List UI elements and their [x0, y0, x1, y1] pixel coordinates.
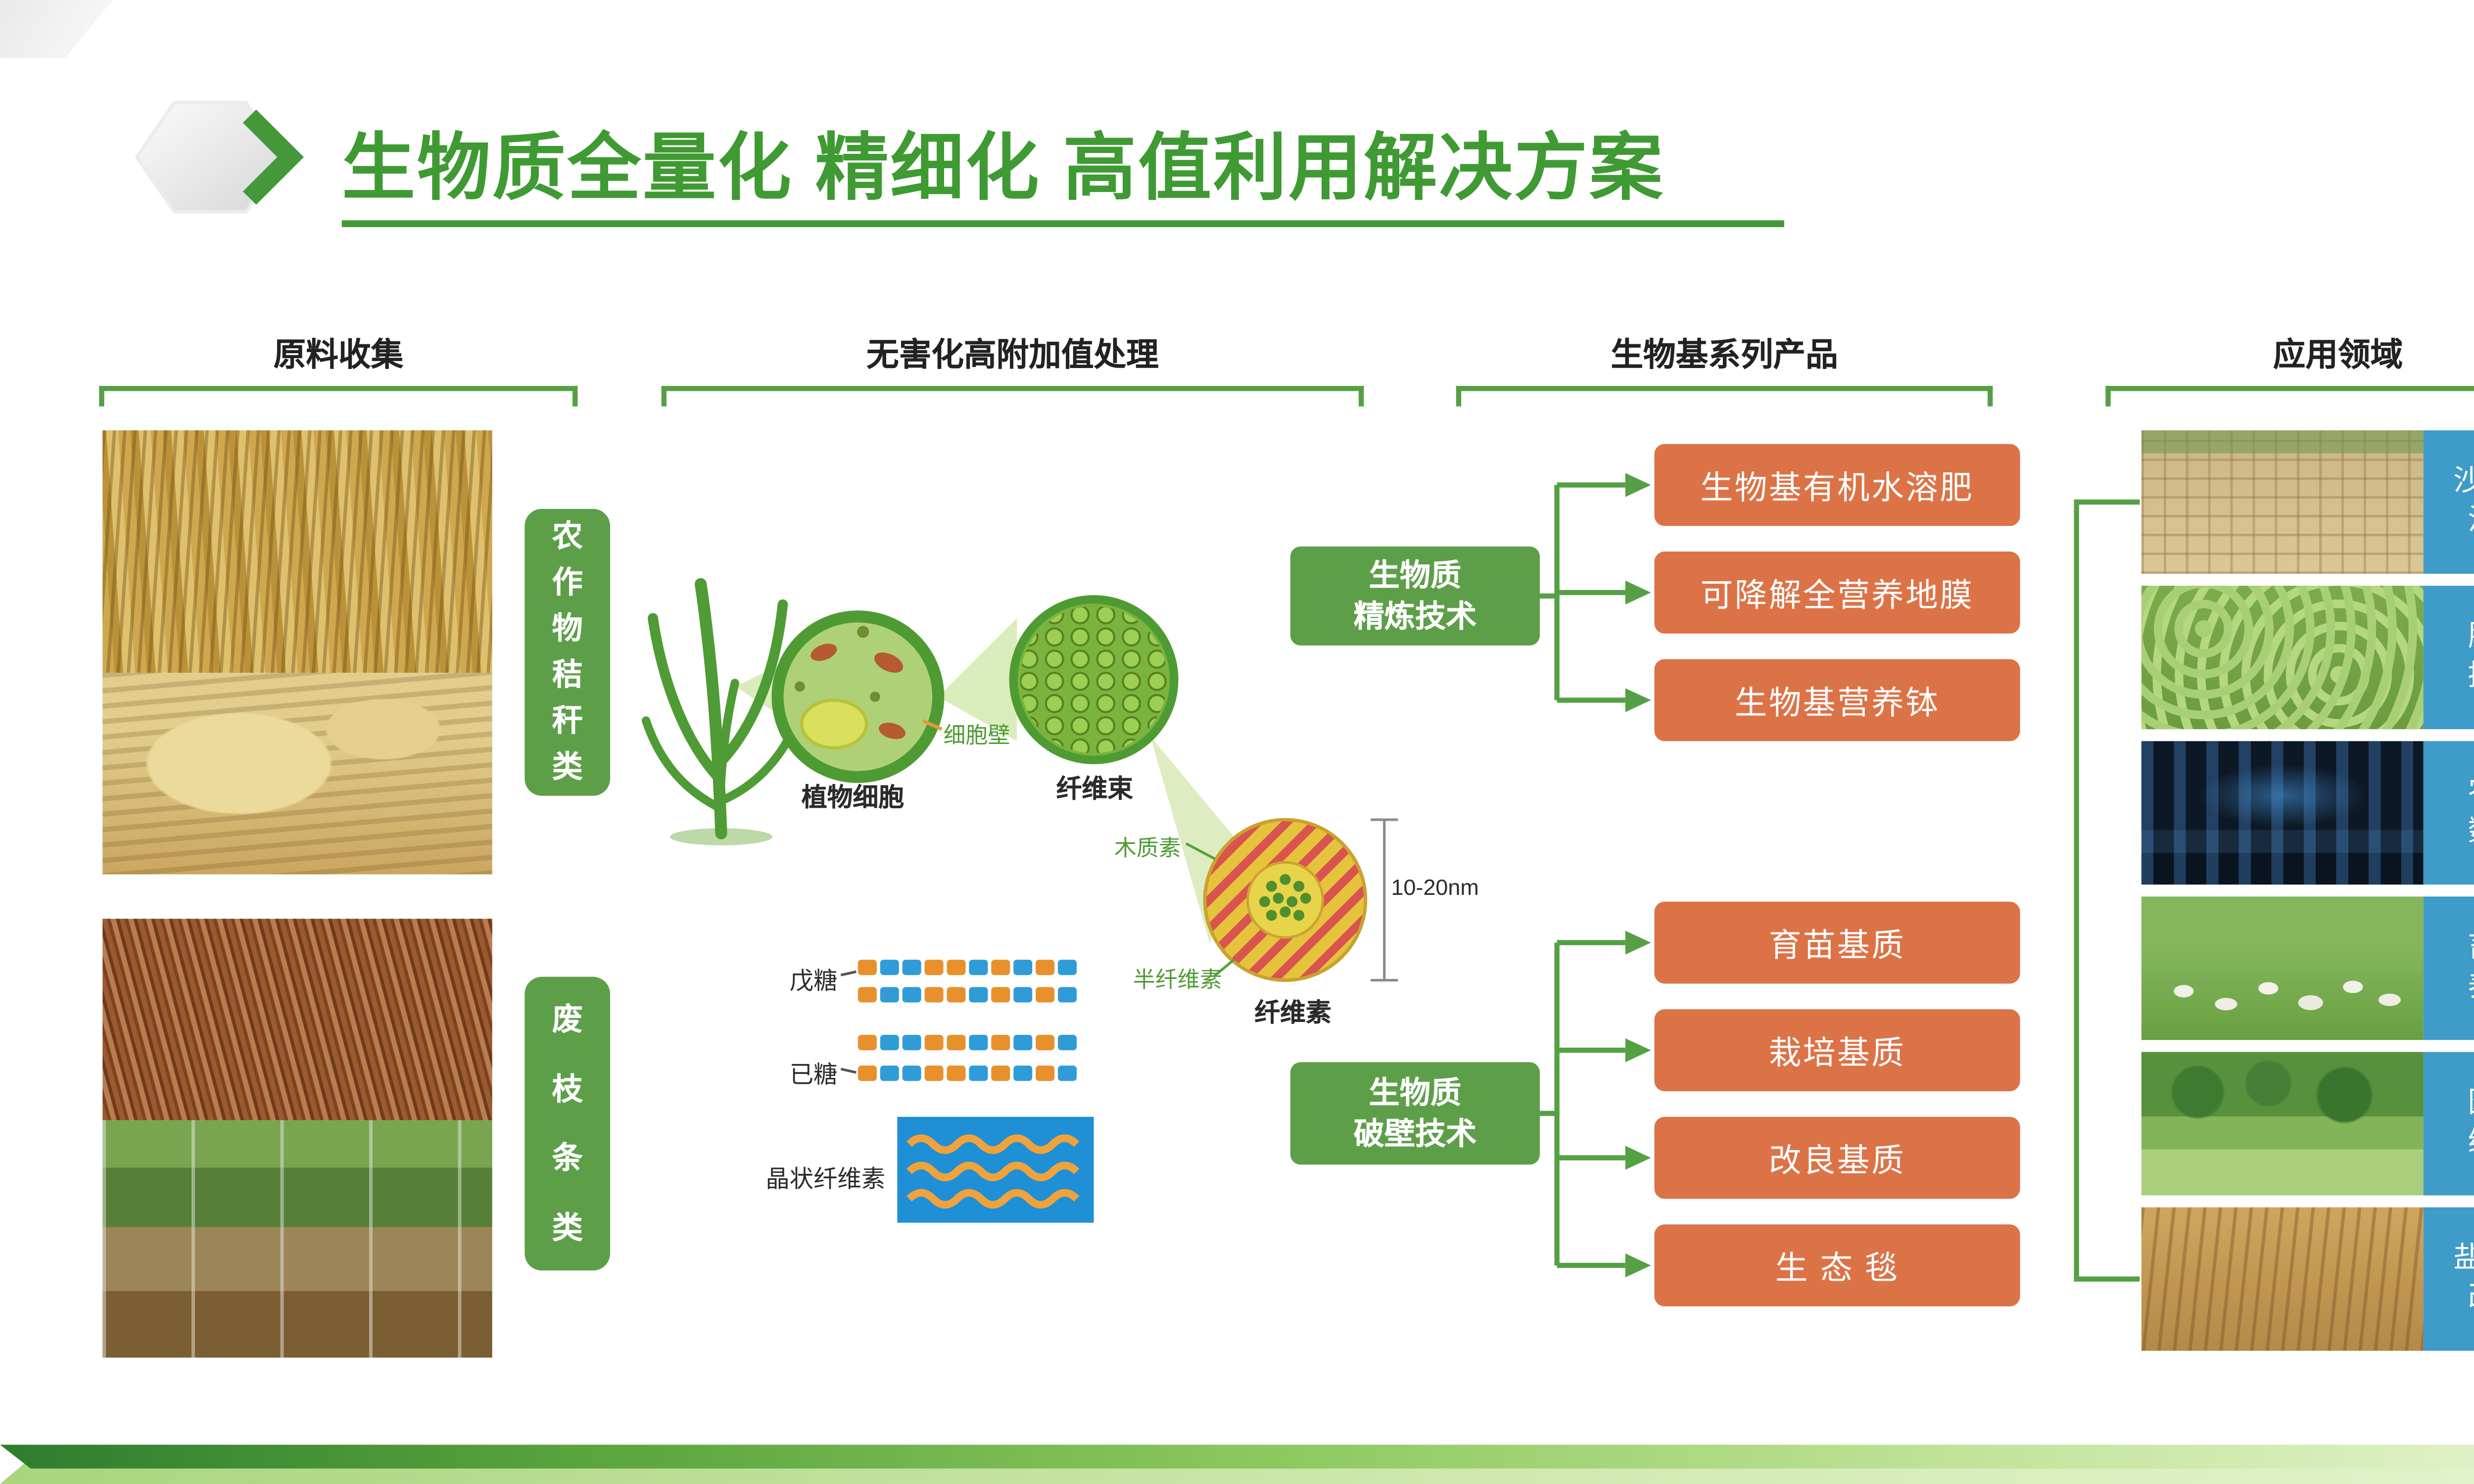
- photo-straw-bales: [102, 673, 492, 875]
- dimension-line: [1371, 818, 1398, 982]
- photo-saline-soil: [2141, 1207, 2424, 1351]
- cell-wall-leader-line: [922, 719, 943, 731]
- application-label-fertility: 肥力 提升: [2423, 586, 2474, 730]
- application-label-fertility-line2: 提升: [2468, 657, 2474, 696]
- bracket-collection: [99, 386, 578, 407]
- application-label-agridata-line2: 数据: [2468, 813, 2474, 852]
- application-label-saline-soil: 盐碱地 改良: [2423, 1207, 2474, 1351]
- photo-garden-greening: [2141, 1052, 2424, 1196]
- corner-decoration-left: [0, 0, 113, 58]
- label-pentose: 戊糖: [789, 966, 838, 994]
- techbox-wall-breaking-line1: 生物质: [1369, 1075, 1462, 1110]
- application-label-desertification: 沙漠化 治理: [2423, 430, 2474, 574]
- label-crystalline-cellulose: 晶状纤维素: [765, 1164, 886, 1192]
- application-label-landscaping-line1: 园林: [2468, 1084, 2474, 1123]
- processing-diagram: [641, 578, 1398, 1223]
- hexagon-chevron-icon: [135, 100, 304, 214]
- techbox-refining: 生物质 精炼技术: [1290, 546, 1540, 646]
- label-lignin: 木质素: [1114, 835, 1181, 861]
- label-plant-cell: 植物细胞: [801, 784, 904, 813]
- application-label-desertification-line1: 沙漠化: [2453, 463, 2474, 502]
- application-label-agridata: 农业 数据: [2423, 741, 2474, 885]
- application-row-desertification: 沙漠化 治理: [2141, 430, 2474, 574]
- application-row-fertility: 肥力 提升: [2141, 586, 2474, 730]
- application-label-livestock-line2: 养殖: [2468, 968, 2474, 1007]
- application-label-saline-soil-line2: 改良: [2468, 1279, 2474, 1318]
- photo-branch-pile: [102, 919, 492, 1120]
- product-box-eco-blanket: 生 态 毯: [1654, 1224, 2020, 1306]
- section-header-applications: 应用领域: [2273, 338, 2403, 374]
- techbox-refining-line1: 生物质: [1369, 557, 1462, 592]
- label-fiber-scale: 10-20nm: [1391, 874, 1479, 900]
- category-label-waste-branches: 废枝条类: [524, 976, 611, 1271]
- label-hexose: 已糖: [789, 1060, 838, 1088]
- photo-sheep-grazing: [2141, 896, 2424, 1040]
- bracket-processing: [661, 386, 1364, 407]
- category-label-waste-branches-text: 废枝条类: [552, 1002, 583, 1244]
- label-fiber-bundle: 纤维束: [1056, 775, 1134, 804]
- application-row-landscaping: 园林 绿化: [2141, 1052, 2474, 1196]
- label-cellulose: 纤维素: [1254, 999, 1332, 1028]
- beam-cell-to-fiber: [938, 618, 1017, 742]
- photo-orchard-prunings: [102, 1120, 492, 1358]
- application-row-agridata: 农业 数据: [2141, 741, 2474, 885]
- plant-illustration: [641, 578, 806, 845]
- product-box-improvement-substrate: 改良基质: [1654, 1116, 2020, 1199]
- techbox-refining-line2: 精炼技术: [1353, 599, 1477, 634]
- fiber-bundle-illustration: [1009, 595, 1179, 764]
- lignin-leader-line: [1185, 842, 1216, 860]
- application-label-landscaping-line2: 绿化: [2468, 1124, 2474, 1163]
- sugar-chain-diagram: [840, 960, 1077, 1081]
- product-box-nutrition-bowl: 生物基营养钵: [1654, 659, 2020, 742]
- bottom-ribbon-dark: [0, 1444, 2474, 1469]
- application-row-livestock: 畜牧 养殖: [2141, 896, 2474, 1040]
- category-label-crop-straw-text: 农作物秸秆类: [552, 519, 583, 784]
- product-box-seedling-substrate: 育苗基质: [1654, 901, 2020, 984]
- application-label-saline-soil-line1: 盐碱地: [2453, 1240, 2474, 1279]
- application-label-desertification-line2: 治理: [2468, 502, 2474, 541]
- page-title: 生物质全量化 精细化 高值利用解决方案: [341, 128, 1665, 210]
- category-label-crop-straw: 农作物秸秆类: [524, 509, 611, 796]
- photo-corn-stalks: [102, 430, 492, 673]
- label-cell-wall: 细胞壁: [943, 722, 1010, 748]
- crystalline-cellulose-diagram: [897, 1116, 1094, 1223]
- bracket-products: [1456, 386, 1993, 407]
- techbox-wall-breaking: 生物质 破壁技术: [1290, 1062, 1540, 1165]
- application-label-agridata-line1: 农业: [2468, 774, 2474, 813]
- bracket-applications: [2105, 386, 2474, 407]
- photo-cabbage-field: [2141, 586, 2424, 730]
- photo-desert-control: [2141, 430, 2424, 574]
- section-header-processing: 无害化高附加值处理: [866, 338, 1159, 374]
- label-hemicellulose: 半纤维素: [1133, 966, 1222, 992]
- application-label-landscaping: 园林 绿化: [2423, 1052, 2474, 1196]
- title-underline: [341, 220, 1784, 228]
- application-label-livestock-line1: 畜牧: [2468, 929, 2474, 968]
- hemicellulose-leader-line: [1212, 959, 1235, 978]
- section-header-collection: 原料收集: [273, 338, 404, 374]
- cellulose-cross-section-illustration: [1203, 818, 1368, 982]
- plant-cell-illustration: [771, 610, 945, 783]
- section-header-products: 生物基系列产品: [1611, 338, 1838, 374]
- product-box-cultivation-substrate: 栽培基质: [1654, 1009, 2020, 1091]
- photo-agriculture-data-center: [2141, 741, 2424, 885]
- application-label-livestock: 畜牧 养殖: [2423, 896, 2474, 1040]
- product-box-water-soluble-fertilizer: 生物基有机水溶肥: [1654, 444, 2020, 526]
- application-row-saline-soil: 盐碱地 改良: [2141, 1207, 2474, 1351]
- product-box-degradable-mulch-film: 可降解全营养地膜: [1654, 552, 2020, 634]
- application-label-fertility-line1: 肥力: [2468, 618, 2474, 657]
- techbox-wall-breaking-line2: 破壁技术: [1353, 1116, 1477, 1151]
